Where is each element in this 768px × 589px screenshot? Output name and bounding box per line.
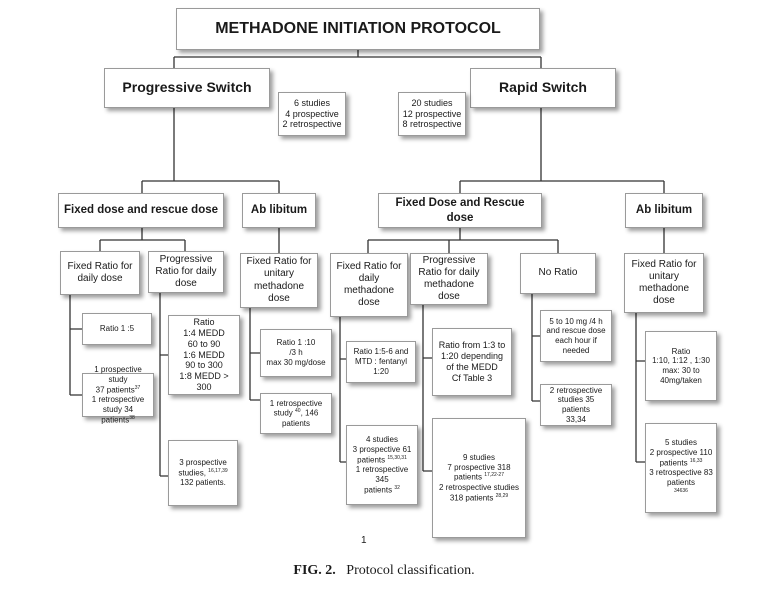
progressive-fixed-rescue-box: Fixed dose and rescue dose <box>58 193 224 228</box>
figure-caption: FIG. 2. Protocol classification. <box>0 563 768 579</box>
progressive-medd-ratio-box: Ratio 1:4 MEDD 60 to 90 1:6 MEDD 90 to 3… <box>168 315 240 395</box>
progressive-progressive-ratio-box: Progressive Ratio for daily dose <box>148 251 224 293</box>
rapid-unitary-studies-box: 5 studies 2 prospective 110 patients 16,… <box>645 423 717 513</box>
rapid-fixed-rescue-box: Fixed Dose and Rescue dose <box>378 193 542 228</box>
rapid-progressive-studies-box: 9 studies 7 prospective 318 patients 17,… <box>432 418 526 538</box>
caption-label: FIG. 2. <box>293 563 336 578</box>
rapid-no-ratio-studies-box: 2 retrospective studies 35 patients 33,3… <box>540 384 612 426</box>
rapid-ratio-fentanyl-box: Ratio 1:5-6 and MTD : fentanyl 1:20 <box>346 341 416 383</box>
rapid-fixed-ratio-daily-box: Fixed Ratio for daily methadone dose <box>330 253 408 317</box>
progressive-stats-box: 6 studies 4 prospective 2 retrospective <box>278 92 346 136</box>
caption-text: Protocol classification. <box>346 563 475 578</box>
rapid-ratio-medd-box: Ratio from 1:3 to 1:20 depending of the … <box>432 328 512 396</box>
progressive-ab-libitum-box: Ab libitum <box>242 193 316 228</box>
rapid-progressive-ratio-box: Progressive Ratio for daily methadone do… <box>410 253 488 305</box>
rapid-fixed-studies-box: 4 studies 3 prospective 61 patients 15,3… <box>346 425 418 505</box>
rapid-ab-libitum-box: Ab libitum <box>625 193 703 228</box>
rapid-unitary-ratio-box: Ratio 1:10, 1:12 , 1:30 max: 30 to 40mg/… <box>645 331 717 401</box>
progressive-unitary-ratio-box: Ratio 1 :10 /3 h max 30 mg/dose <box>260 329 332 377</box>
page-number: 1 <box>361 535 367 546</box>
progressive-unitary-studies-box: 1 retrospective study 40, 146 patients <box>260 393 332 434</box>
progressive-unitary-fixed-ratio-box: Fixed Ratio for unitary methadone dose <box>240 253 318 308</box>
rapid-stats-box: 20 studies 12 prospective 8 retrospectiv… <box>398 92 466 136</box>
rapid-no-ratio-dose-box: 5 to 10 mg /4 h and rescue dose each hou… <box>540 310 612 362</box>
rapid-switch-box: Rapid Switch <box>470 68 616 108</box>
rapid-no-ratio-box: No Ratio <box>520 253 596 294</box>
progressive-switch-box: Progressive Switch <box>104 68 270 108</box>
progressive-fixed-ratio-daily-box: Fixed Ratio for daily dose <box>60 251 140 295</box>
title-box: METHADONE INITIATION PROTOCOL <box>176 8 540 50</box>
progressive-ratio-1-5-box: Ratio 1 :5 <box>82 313 152 345</box>
rapid-unitary-fixed-ratio-box: Fixed Ratio for unitary methadone dose <box>624 253 704 313</box>
